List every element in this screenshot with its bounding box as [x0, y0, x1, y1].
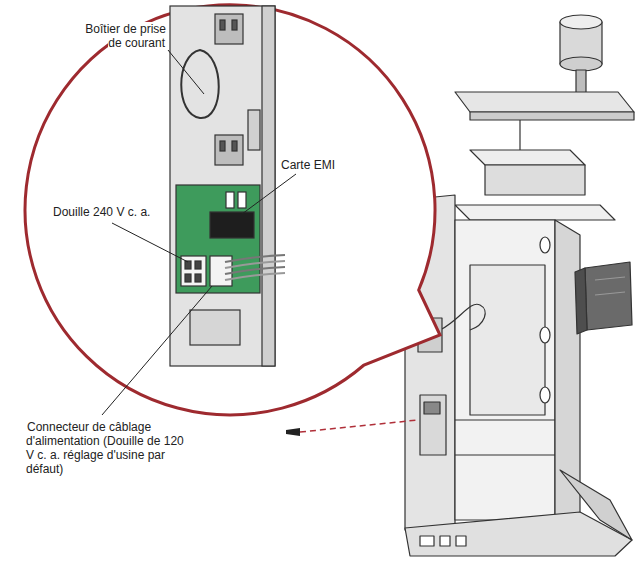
- screw: [286, 428, 300, 436]
- leaders: [102, 50, 296, 415]
- leader-line: [102, 286, 212, 415]
- outlet: [215, 135, 243, 165]
- crossbar: [455, 419, 555, 420]
- battery-stripe: [595, 277, 625, 280]
- chassis-window: [470, 265, 545, 415]
- callout-bubble: [25, 5, 440, 415]
- leader-line: [112, 223, 188, 262]
- part-label: Carte EMI: [280, 158, 370, 172]
- socket-pin: [185, 274, 191, 282]
- part-label: Connecteur de câblage d'alimentation (Do…: [26, 420, 188, 476]
- outlet-box: [420, 395, 446, 455]
- leader-line: [242, 174, 296, 214]
- bracket: [248, 110, 260, 150]
- battery-stripe: [595, 292, 625, 295]
- top-bracket-edge: [470, 112, 634, 120]
- outlet-slot: [232, 20, 237, 30]
- pulley-top: [560, 15, 602, 29]
- wire: [440, 304, 485, 330]
- panel-recess: [190, 310, 240, 345]
- rod: [519, 120, 520, 150]
- battery-side: [575, 268, 587, 334]
- label-text: Douille 240 V c. a.: [52, 205, 151, 219]
- socket-pin: [195, 261, 201, 269]
- socket-pin: [195, 274, 201, 282]
- housing-side: [262, 6, 275, 366]
- label-text: Carte EMI: [280, 158, 336, 172]
- plate: [455, 205, 615, 220]
- opener-unit: [405, 15, 634, 556]
- outlet: [424, 402, 440, 414]
- part-label: Boîtier de prise de courant: [74, 22, 166, 50]
- motor-top: [470, 150, 585, 165]
- button: [420, 536, 434, 546]
- outlet-slot: [232, 141, 237, 151]
- outlet-housing: [170, 6, 285, 366]
- motor-block: [485, 165, 585, 195]
- label-text: Boîtier de prise de courant: [84, 22, 166, 50]
- foot: [560, 470, 632, 540]
- crossbar: [455, 454, 555, 455]
- outlet: [215, 14, 243, 44]
- leader-line: [168, 50, 204, 94]
- wire: [225, 273, 285, 280]
- emi-component: [210, 212, 254, 238]
- housing: [170, 6, 275, 366]
- button: [440, 536, 450, 546]
- outlet-slot: [220, 141, 225, 151]
- chassis-front: [455, 220, 555, 520]
- label-text: Connecteur de câblage d'alimentation (Do…: [26, 420, 184, 476]
- part-label: Douille 240 V c. a.: [52, 205, 172, 219]
- hole: [540, 237, 550, 253]
- screw-path: [300, 420, 418, 432]
- cord-loop: [181, 50, 219, 118]
- top-bracket: [455, 92, 634, 112]
- hole: [540, 387, 550, 403]
- shaft: [576, 70, 586, 95]
- base-rail: [405, 512, 632, 556]
- hole: [540, 327, 550, 343]
- component: [238, 192, 246, 208]
- battery: [585, 262, 632, 330]
- pulley-base: [560, 57, 602, 71]
- socket-pin: [185, 261, 191, 269]
- outlet-slot: [220, 20, 225, 30]
- component: [226, 192, 234, 208]
- button: [456, 536, 466, 546]
